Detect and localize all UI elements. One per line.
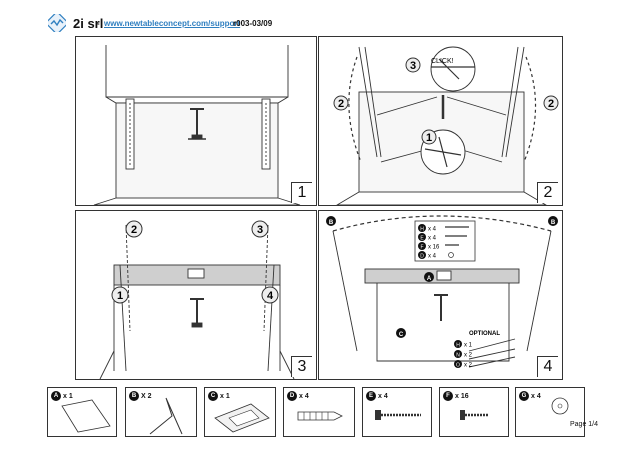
part-letter-badge: F xyxy=(443,391,453,401)
step-1-drawing xyxy=(93,45,301,206)
long-screw-icon xyxy=(375,410,421,420)
hw-letter: F xyxy=(420,245,423,251)
step-3-drawing: 2 3 1 4 xyxy=(99,220,295,380)
page-number: Page 1/4 xyxy=(570,421,599,428)
tabletop-icon xyxy=(61,399,111,433)
header: 2i srl - www.newtableconcept.com/support… xyxy=(0,0,638,34)
callout-4: 4 xyxy=(267,290,274,302)
step-number: 1 xyxy=(291,182,312,203)
callout-2: 2 xyxy=(131,224,137,236)
step-3-panel: 2 3 1 4 3 xyxy=(75,210,317,380)
support-link[interactable]: www.newtableconcept.com/support xyxy=(104,19,241,28)
header-separator: - xyxy=(97,19,100,28)
callout-b-left: B xyxy=(329,220,334,226)
callout-1: 1 xyxy=(117,290,123,302)
optional-title: OPTIONAL xyxy=(469,331,500,337)
part-letter-badge: A xyxy=(51,391,61,401)
part-qty: x 1 xyxy=(63,392,73,400)
hw-qty: x 4 xyxy=(428,227,437,233)
opt-qty: x 2 xyxy=(464,363,473,369)
callout-c: C xyxy=(399,332,404,338)
part-letter-badge: D xyxy=(287,391,297,401)
document-reference: r003-03/09 xyxy=(233,19,273,28)
step-2-panel: 3 CLICK! 1 2 2 2 xyxy=(318,36,563,206)
opt-letter: N xyxy=(456,353,460,359)
hw-letter: H xyxy=(420,227,424,233)
callout-2-right: 2 xyxy=(548,98,554,110)
part-qty: x 4 xyxy=(299,392,309,400)
part-letter-badge: E xyxy=(366,391,376,401)
opt-qty: x 1 xyxy=(464,343,473,349)
callout-2-left: 2 xyxy=(338,98,344,110)
wall-plug-icon xyxy=(297,411,343,421)
step-number: 4 xyxy=(537,356,558,377)
step-number: 2 xyxy=(537,182,558,203)
callout-1: 1 xyxy=(426,132,432,144)
part-letter-badge: C xyxy=(208,391,218,401)
callout-3: 3 xyxy=(257,224,263,236)
washer-icon xyxy=(551,397,569,415)
opt-letter: O xyxy=(456,363,460,369)
logo-icon xyxy=(48,14,66,32)
opt-letter: H xyxy=(456,343,460,349)
part-qty: x 4 xyxy=(531,392,541,400)
opt-qty: x 2 xyxy=(464,353,473,359)
frame-icon xyxy=(214,403,270,433)
short-screw-icon xyxy=(460,410,488,420)
step-4-drawing: B B A C H x 4 E x 4 F x 16 D x 4 OPTIONA… xyxy=(326,215,558,369)
callout-a: A xyxy=(427,276,432,282)
step-4-panel: B B A C H x 4 E x 4 F x 16 D x 4 OPTIONA… xyxy=(318,210,563,380)
part-letter-badge: G xyxy=(519,391,529,401)
callout-b-right: B xyxy=(551,220,556,226)
part-qty: x 16 xyxy=(455,392,469,400)
part-letter-badge: B xyxy=(129,391,139,401)
hw-qty: x 16 xyxy=(428,245,440,251)
step-number: 3 xyxy=(291,356,312,377)
part-qty: x 1 xyxy=(220,392,230,400)
leg-icon xyxy=(149,397,183,435)
brand-name: 2i srl xyxy=(73,16,104,31)
callout-3: 3 xyxy=(410,60,416,72)
part-qty: X 2 xyxy=(141,392,152,400)
hw-qty: x 4 xyxy=(428,254,437,260)
step-1-panel: 1 xyxy=(75,36,317,206)
part-qty: x 4 xyxy=(378,392,388,400)
step-2-drawing: 3 CLICK! 1 2 2 xyxy=(333,46,559,206)
hw-letter: E xyxy=(420,236,424,242)
hw-letter: D xyxy=(420,254,424,260)
hw-qty: x 4 xyxy=(428,236,437,242)
click-label: CLICK! xyxy=(431,58,454,65)
